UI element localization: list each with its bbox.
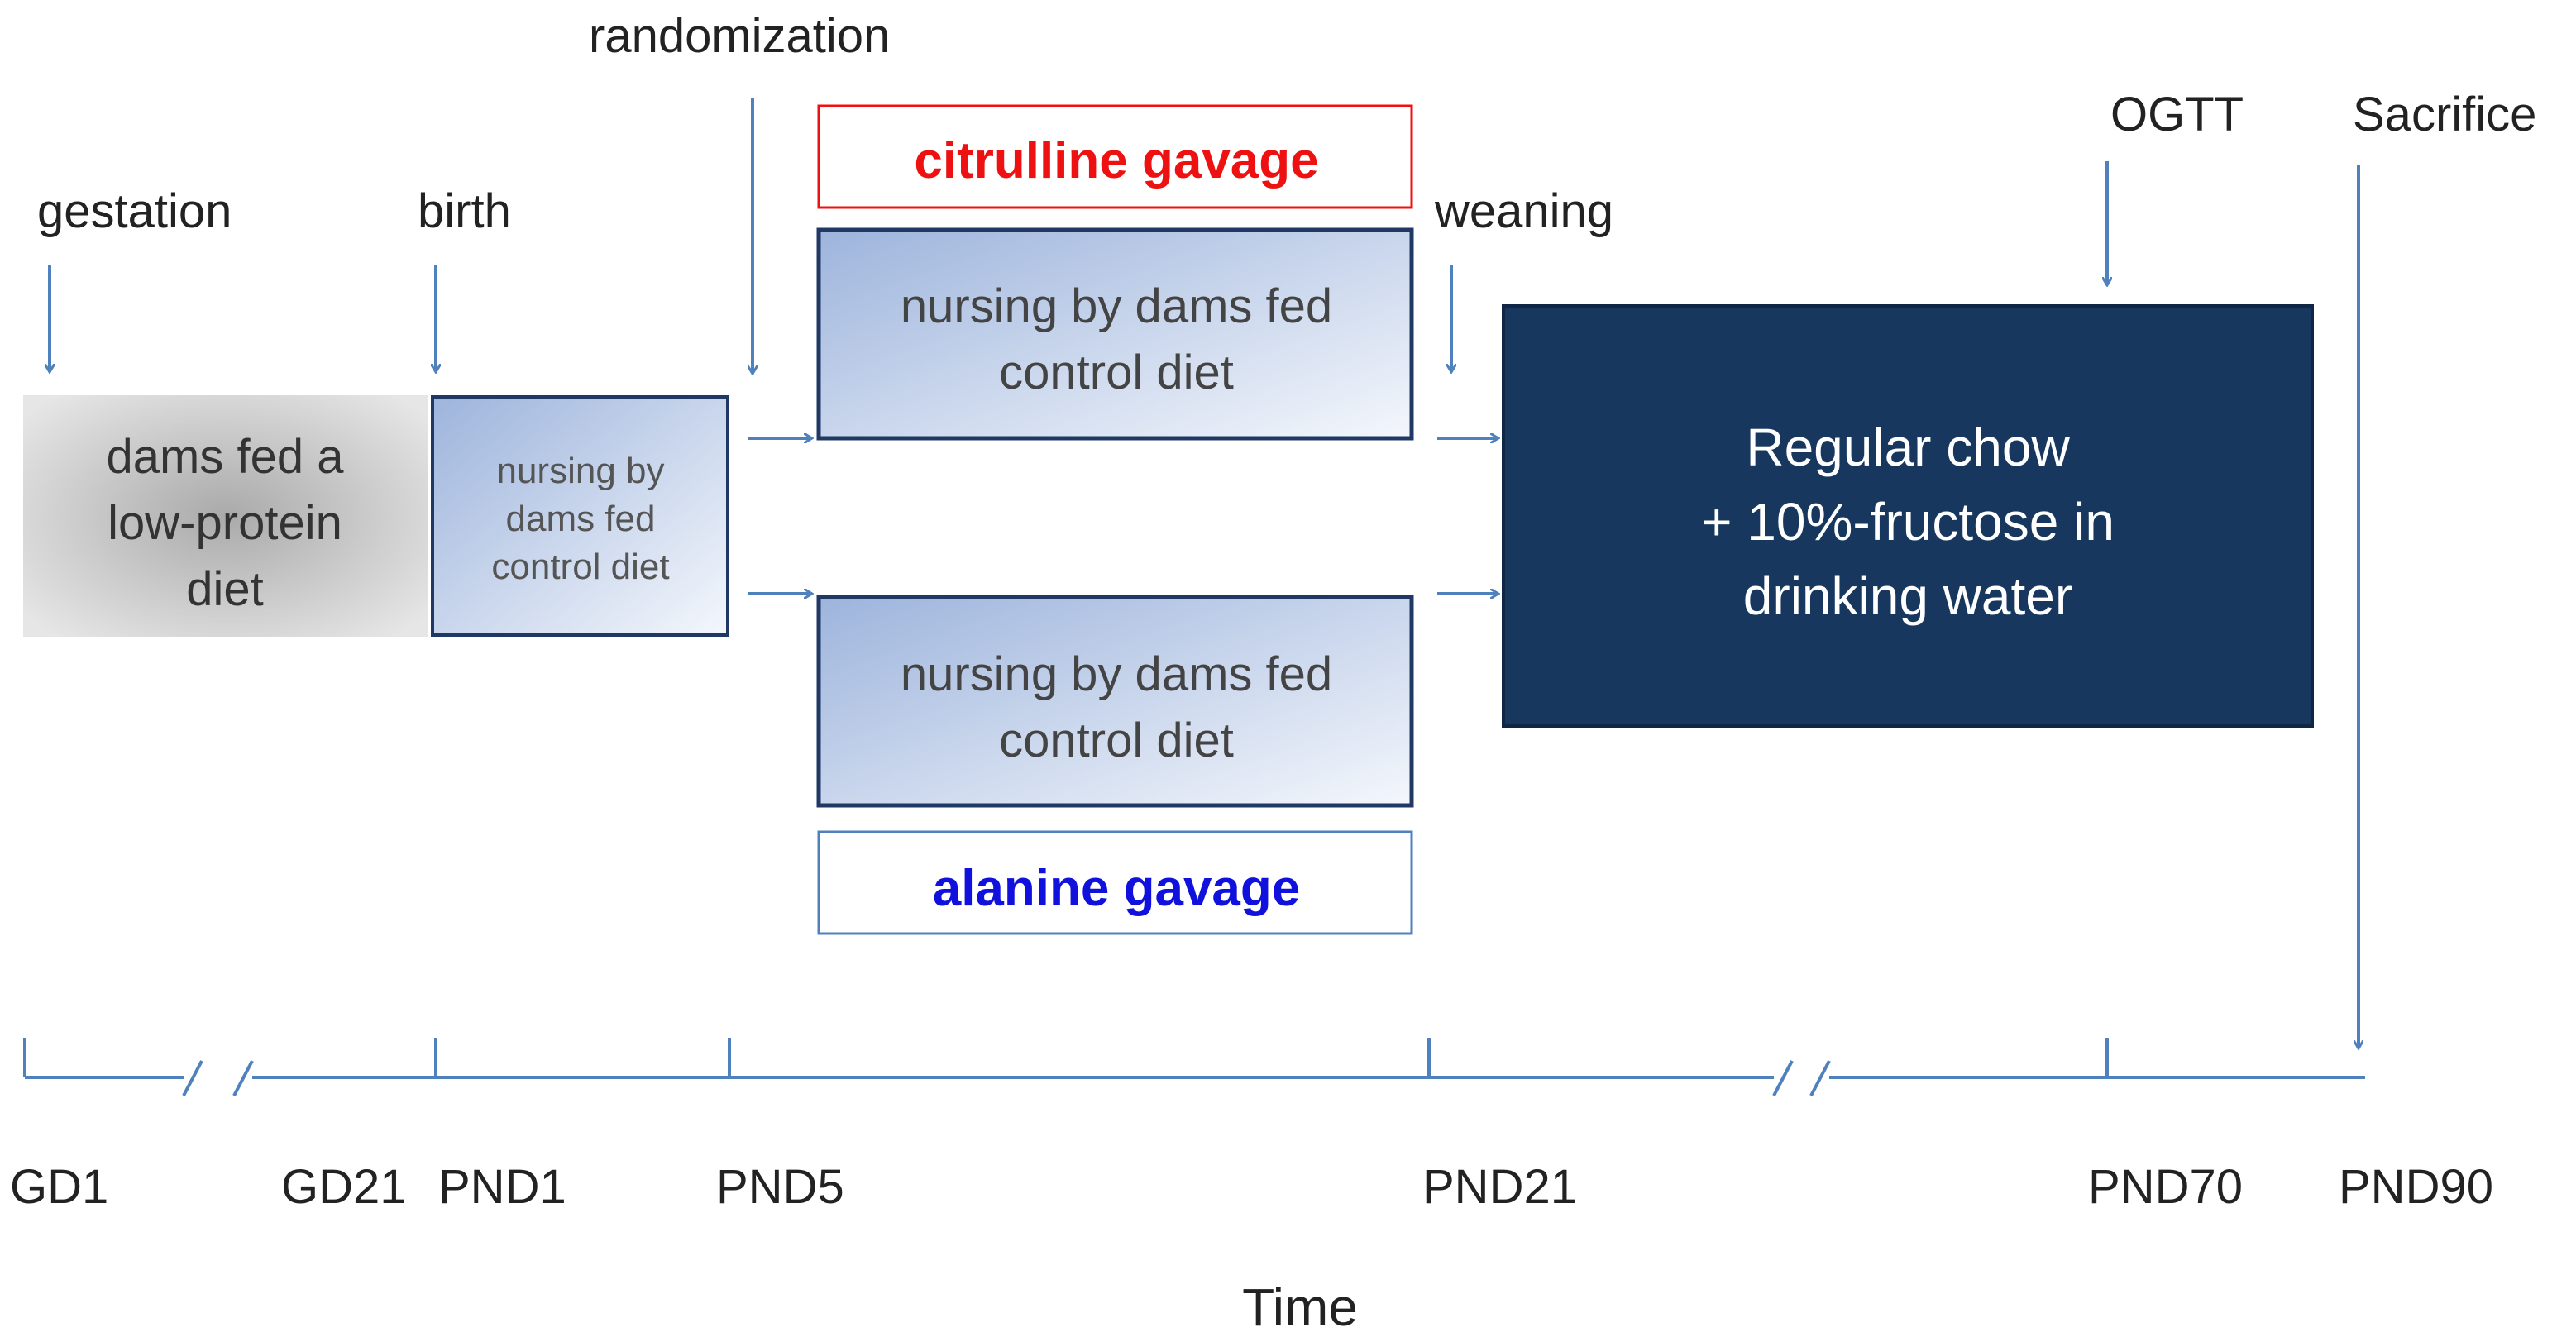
citrulline-label: citrulline gavage [914, 132, 1318, 189]
sacrifice-label: Sacrifice [2353, 88, 2536, 141]
randomization-label: randomization [589, 9, 890, 63]
axis-title: Time [1242, 1278, 1358, 1337]
nursing-top-line-2: control diet [999, 346, 1234, 399]
nursing-box-top [816, 227, 1414, 441]
axis-break-2a [1772, 1060, 1794, 1096]
chow-box [1502, 304, 2314, 728]
axis-break-1a [182, 1060, 203, 1096]
low-protein-line-3: diet [186, 562, 264, 616]
ogtt-label: OGTT [2110, 88, 2244, 141]
birth-label: birth [418, 184, 511, 238]
low-protein-line-2: low-protein [108, 496, 342, 550]
tick-label-gd1: GD1 [10, 1160, 108, 1214]
split-arrows [748, 438, 812, 594]
axis-break-2b [1809, 1060, 1831, 1096]
tick-label-pnd70: PND70 [2088, 1160, 2243, 1214]
low-protein-line-1: dams fed a [107, 430, 345, 484]
low-protein-box [23, 395, 428, 637]
nursing-box-bottom [816, 595, 1414, 808]
tick-label-pnd5: PND5 [716, 1160, 844, 1214]
alanine-box [817, 830, 1413, 935]
citrulline-box [817, 104, 1413, 209]
chow-line-3: drinking water [1743, 566, 2072, 626]
timeline-axis [23, 1038, 2365, 1096]
nursing-small-line-3: control diet [491, 547, 669, 587]
event-arrows [50, 98, 2359, 1048]
tick-label-pnd21: PND21 [1422, 1160, 1577, 1214]
nursing-box-small [431, 395, 729, 637]
chow-line-2: + 10%-fructose in [1701, 492, 2115, 552]
tick-label-gd21: GD21 [281, 1160, 407, 1214]
chow-arrows [1437, 438, 1498, 594]
tick-label-pnd1: PND1 [438, 1160, 566, 1214]
gestation-label: gestation [37, 184, 232, 238]
nursing-bottom-line-2: control diet [999, 714, 1234, 767]
alanine-label: alanine gavage [933, 860, 1301, 917]
axis-break-1b [232, 1060, 254, 1096]
tick-label-pnd90: PND90 [2339, 1160, 2493, 1214]
nursing-small-line-2: dams fed [506, 499, 656, 539]
nursing-top-line-1: nursing by dams fed [901, 279, 1332, 333]
chow-line-1: Regular chow [1746, 418, 2070, 477]
weaning-label: weaning [1434, 184, 1613, 238]
nursing-bottom-line-1: nursing by dams fed [901, 647, 1332, 701]
nursing-small-line-1: nursing by [496, 451, 664, 491]
